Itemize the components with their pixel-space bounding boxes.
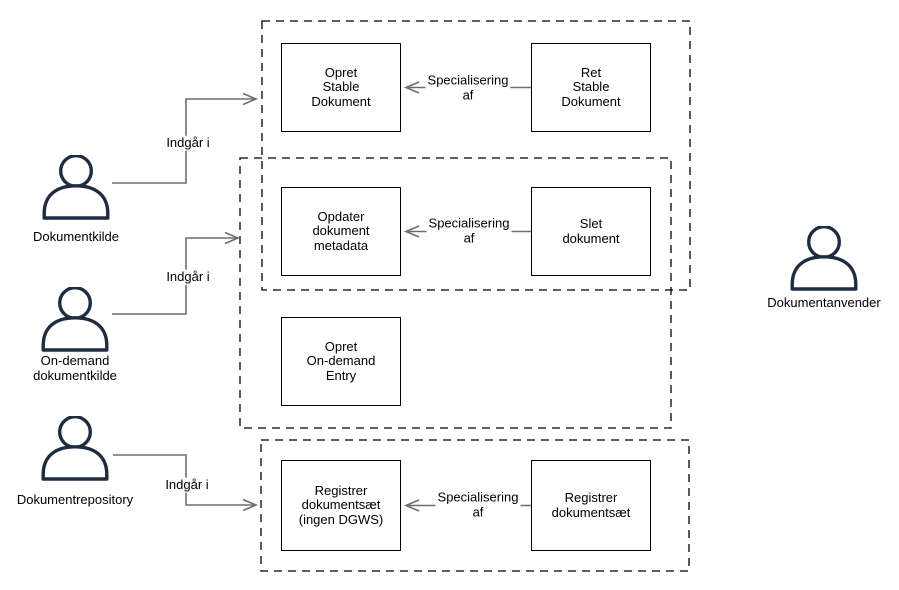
usecase-opdater-dokument-metadata: Opdater dokument metadata: [281, 187, 401, 276]
actor-label: Dokumentrepository: [16, 492, 134, 507]
usecase-opret-stable-dokument: Opret Stable Dokument: [281, 43, 401, 132]
open-arrowhead-right: [242, 92, 259, 106]
open-arrowhead-right: [242, 498, 259, 512]
actor-on-demand-dokumentkilde: On-demand dokumentkilde: [33, 287, 117, 387]
open-arrowhead-left: [403, 499, 420, 512]
edge-label-specialisering-af: Specialisering af: [435, 489, 521, 520]
dashed-group-stable-dokument: [261, 20, 691, 291]
usecase-ret-stable-dokument: Ret Stable Dokument: [531, 43, 651, 132]
actor-label: Dokumentanvender: [767, 295, 881, 310]
edge-label-specialisering-af: Specialisering af: [426, 215, 512, 246]
actor-dokumentanvender: Dokumentanvender: [767, 226, 881, 321]
actor-dokumentrepository: Dokumentrepository: [17, 416, 133, 511]
usecase-slet-dokument: Slet dokument: [531, 187, 651, 276]
usecase-registrer-dokumentsaet-ingen-dgws: Registrer dokumentsæt (ingen DGWS): [281, 460, 401, 551]
open-arrowhead-right: [224, 231, 241, 245]
actor-dokumentkilde: Dokumentkilde: [33, 155, 119, 251]
edge-label-specialisering-af: Specialisering af: [425, 72, 511, 103]
person-icon: [42, 155, 110, 220]
edge-label-indgaar-i: Indgår i: [164, 268, 212, 285]
dashed-group-metadata-ondemand: [239, 157, 672, 429]
edge-label-indgaar-i: Indgår i: [164, 134, 212, 151]
open-arrowhead-left: [403, 225, 420, 238]
open-arrowhead-left: [403, 81, 420, 94]
usecase-registrer-dokumentsaet: Registrer dokumentsæt: [531, 460, 651, 551]
dashed-group-registrer: [260, 439, 690, 572]
person-icon: [41, 287, 109, 352]
actor-label: Dokumentkilde: [33, 229, 119, 244]
actor-label: On-demand dokumentkilde: [33, 353, 117, 383]
person-icon: [790, 226, 858, 291]
person-icon: [41, 416, 109, 481]
edge-label-indgaar-i: Indgår i: [163, 476, 211, 493]
usecase-opret-on-demand-entry: Opret On-demand Entry: [281, 317, 401, 406]
